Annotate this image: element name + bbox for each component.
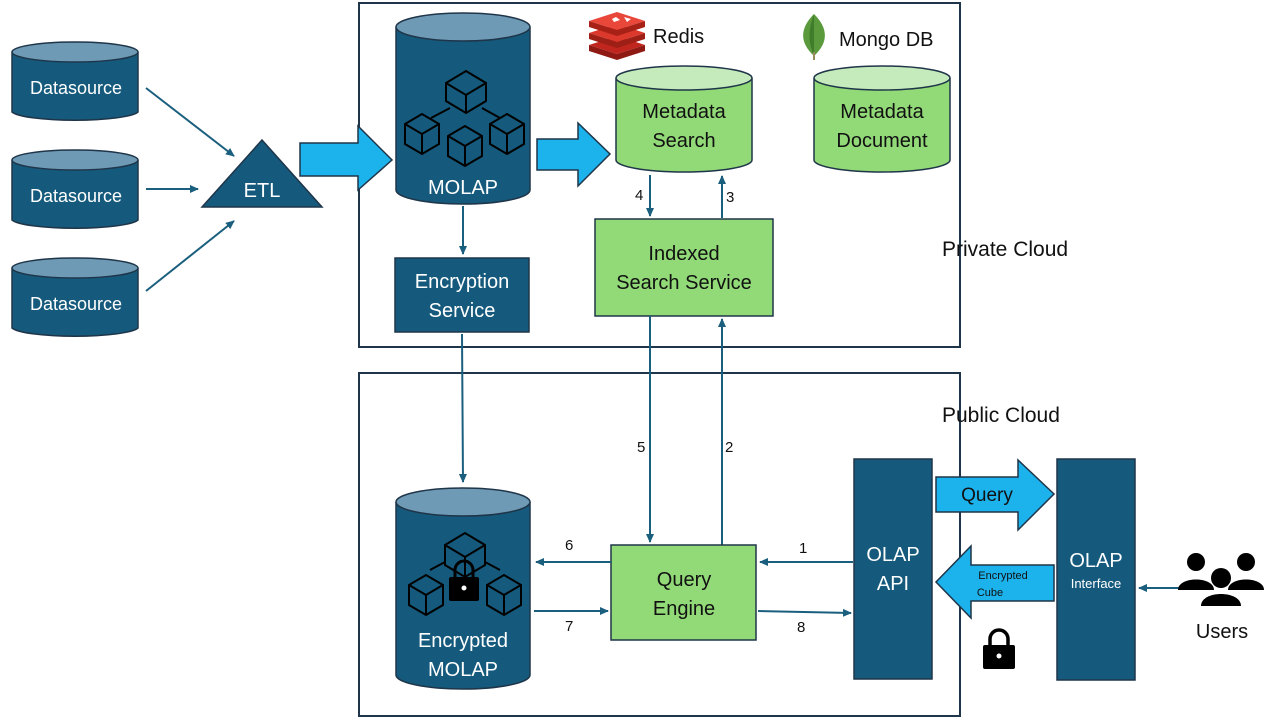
block-arrow-molap-metadata [536, 121, 612, 188]
users-icon [1178, 553, 1264, 606]
encrypted-cube-network-icon [408, 531, 522, 617]
olap-api: OLAP API [853, 458, 933, 680]
query-arrow-label: Query [961, 485, 1013, 506]
metadata-document-line1: Metadata [840, 101, 924, 123]
metadata-search-line2: Search [652, 130, 715, 152]
olap-api-line2: API [877, 573, 909, 595]
step-label-1: 1 [799, 540, 807, 557]
encryption-service-line2: Service [429, 300, 496, 322]
redis-label: Redis [653, 26, 704, 48]
encrypted-cube-line2: Cube [977, 587, 1003, 599]
olap-interface-line1: OLAP [1069, 550, 1122, 572]
query-engine-line1: Query [657, 569, 711, 591]
metadata-document-store: Metadata Document [813, 65, 951, 173]
mongodb-leaf-icon [803, 14, 825, 60]
arrow-step-8 [757, 608, 852, 617]
private-cloud-label: Private Cloud [942, 238, 1068, 261]
metadata-document-line2: Document [836, 130, 928, 152]
query-engine: Query Engine [610, 544, 757, 641]
public-cloud-label: Public Cloud [942, 404, 1060, 427]
datasource-3: Datasource [11, 257, 139, 337]
step-label-2: 2 [725, 439, 733, 456]
arrow-ds3-etl [145, 220, 235, 292]
users-label: Users [1196, 621, 1248, 643]
step-label-8: 8 [797, 619, 805, 636]
query-block-arrow: Query [935, 458, 1056, 532]
olap-interface: OLAP Interface [1056, 458, 1136, 681]
mongodb-label: Mongo DB [839, 29, 934, 51]
datasource-1-label: Datasource [30, 78, 122, 98]
encrypted-molap-store: Encrypted MOLAP [395, 487, 531, 690]
encryption-service-line1: Encryption [415, 271, 510, 293]
etl-node: ETL [200, 138, 324, 208]
public-cloud-boundary [358, 372, 961, 717]
redis-icon [589, 12, 645, 60]
olap-api-line1: OLAP [866, 544, 919, 566]
block-arrow-etl-molap [299, 124, 394, 192]
step-label-5: 5 [637, 439, 645, 456]
lock-icon [449, 559, 479, 601]
molap-label: MOLAP [428, 177, 498, 199]
encrypted-cube-line1: Encrypted [978, 570, 1028, 582]
step-label-7: 7 [565, 618, 573, 635]
encrypted-molap-line1: Encrypted [418, 630, 508, 652]
step-label-3: 3 [726, 189, 734, 206]
datasource-1: Datasource [11, 41, 139, 121]
datasource-2: Datasource [11, 149, 139, 229]
encrypted-cube-block-arrow: Encrypted Cube [934, 544, 1055, 620]
indexed-search-line1: Indexed [648, 243, 719, 265]
arrow-encryption-encrypted-molap [458, 333, 467, 483]
query-engine-line2: Engine [653, 598, 715, 620]
datasource-3-label: Datasource [30, 294, 122, 314]
datasource-2-label: Datasource [30, 186, 122, 206]
encryption-service: Encryption Service [394, 257, 530, 333]
indexed-search-service: Indexed Search Service [594, 218, 774, 317]
indexed-search-line2: Search Service [616, 272, 752, 294]
arrow-ds1-etl [145, 87, 235, 157]
olap-interface-line2: Interface [1071, 576, 1122, 591]
metadata-search-store: Metadata Search [615, 65, 753, 173]
lock-icon [983, 628, 1015, 669]
molap-store: MOLAP [395, 12, 531, 205]
encrypted-molap-line2: MOLAP [428, 659, 498, 681]
metadata-search-line1: Metadata [642, 101, 726, 123]
cube-network-icon [404, 69, 525, 168]
etl-label: ETL [244, 180, 281, 202]
step-label-4: 4 [635, 187, 643, 204]
step-label-6: 6 [565, 537, 573, 554]
